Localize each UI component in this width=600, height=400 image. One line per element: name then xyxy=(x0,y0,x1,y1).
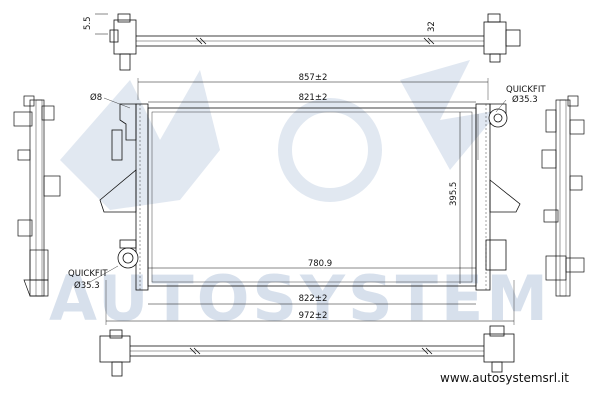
dim-top-height: 5.5 xyxy=(83,16,93,30)
quickfit-top-right xyxy=(488,108,508,128)
quickfit-top-diameter: Ø35.3 xyxy=(512,94,538,105)
quickfit-bottom-diameter: Ø35.3 xyxy=(74,280,100,291)
front-view xyxy=(89,78,521,325)
top-view xyxy=(95,13,521,71)
dim-pin-diameter: Ø8 xyxy=(90,92,102,103)
quickfit-top-label: QUICKFIT xyxy=(506,85,546,95)
top-right-fitting xyxy=(483,21,507,55)
dim-bottom-core-width: 822±2 xyxy=(299,294,328,304)
watermark-wing-shape xyxy=(400,60,500,170)
dim-core-height: 395.5 xyxy=(449,182,459,206)
dim-overall-width: 972±2 xyxy=(299,311,328,321)
dim-core-width: 821±2 xyxy=(299,93,328,103)
watermark-text: AUTOSYSTEM xyxy=(49,262,551,335)
quickfit-bottom-label: QUICKFIT xyxy=(68,269,108,279)
dim-top-offset: 32 xyxy=(427,21,437,32)
right-side-view xyxy=(541,95,585,297)
dim-tube-length: 780.9 xyxy=(308,259,332,269)
bottom-view xyxy=(99,325,515,377)
dim-tank-width: 857±2 xyxy=(299,73,328,83)
watermark-gear-shape xyxy=(278,98,382,202)
website-url[interactable]: www.autosystemsrl.it xyxy=(440,371,569,385)
left-side-view xyxy=(13,95,61,297)
quickfit-bottom-left xyxy=(117,247,139,269)
top-left-fitting xyxy=(113,19,137,55)
